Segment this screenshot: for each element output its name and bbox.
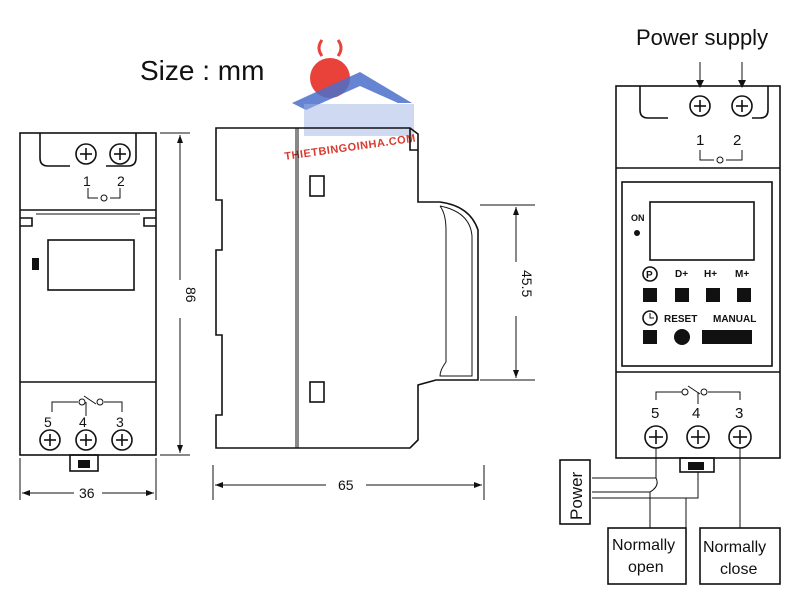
normally-close-line2: close xyxy=(720,561,757,578)
dim-width: 36 xyxy=(79,485,95,501)
steam-icon xyxy=(317,39,343,57)
reset-button[interactable] xyxy=(674,329,690,345)
btn-label-reset: RESET xyxy=(664,314,697,325)
wiring-terminal-1: 1 xyxy=(696,132,704,149)
power-box xyxy=(559,459,591,525)
dim-height: 86 xyxy=(183,287,199,303)
power-box-label: Power xyxy=(567,471,586,520)
normally-open-line1: Normally xyxy=(612,537,675,554)
front-bottom-screws xyxy=(39,429,133,451)
front-top-screws xyxy=(75,143,131,165)
btn-label-manual: MANUAL xyxy=(713,314,756,325)
wiring-display xyxy=(649,201,755,261)
wiring-view: Power supply 1 2 ON P D+ H+ M+ xyxy=(559,25,781,585)
normally-open-box xyxy=(607,527,687,585)
front-terminal-4: 4 xyxy=(79,414,87,430)
front-terminal-2: 2 xyxy=(117,173,125,189)
size-title: Size : mm xyxy=(140,55,264,86)
btn-label-day: D+ xyxy=(675,269,688,280)
front-display xyxy=(47,239,135,291)
wiring-terminal-5: 5 xyxy=(651,405,659,422)
front-indicator xyxy=(32,258,39,270)
minute-plus-button[interactable] xyxy=(737,288,751,302)
side-slot-top xyxy=(309,175,325,197)
clock-button[interactable] xyxy=(643,330,657,344)
svg-text:P: P xyxy=(646,270,653,281)
wiring-clip xyxy=(679,457,715,473)
dim-rail: 45.5 xyxy=(519,270,535,297)
side-outline xyxy=(215,127,479,449)
wiring-bottom-screws xyxy=(644,425,752,449)
btn-label-hour: H+ xyxy=(704,269,717,280)
clock-icon xyxy=(642,310,658,326)
wiring-terminal-4: 4 xyxy=(692,405,700,422)
control-panel xyxy=(621,181,773,367)
front-terminal-1: 1 xyxy=(83,173,91,189)
house-body-icon xyxy=(304,104,414,136)
front-terminal-3: 3 xyxy=(116,414,124,430)
side-view: 45.5 65 xyxy=(212,127,535,500)
program-icon xyxy=(642,266,658,282)
on-led-icon xyxy=(634,230,640,236)
front-terminal-5: 5 xyxy=(44,414,52,430)
wiring-terminal-2: 2 xyxy=(733,132,741,149)
hour-plus-button[interactable] xyxy=(706,288,720,302)
program-button[interactable] xyxy=(643,288,657,302)
day-plus-button[interactable] xyxy=(675,288,689,302)
watermark-text: THIETBINGOINHA.COM xyxy=(284,133,417,163)
side-slot-bottom xyxy=(309,381,325,403)
manual-button[interactable] xyxy=(702,330,752,344)
house-roof-icon xyxy=(292,72,412,110)
front-view: 1 2 5 4 3 36 86 xyxy=(19,132,199,501)
dim-depth: 65 xyxy=(338,477,354,493)
wiring-top-screws xyxy=(689,95,753,117)
on-label: ON xyxy=(631,213,645,223)
watermark-logo: THIETBINGOINHA.COM xyxy=(284,39,417,163)
normally-close-line1: Normally xyxy=(703,539,766,556)
power-supply-label: Power supply xyxy=(636,25,768,50)
wiring-terminal-3: 3 xyxy=(735,405,743,422)
normally-open-line2: open xyxy=(628,559,664,576)
front-clip xyxy=(69,454,99,472)
normally-close-box xyxy=(699,527,781,585)
btn-label-minute: M+ xyxy=(735,269,749,280)
